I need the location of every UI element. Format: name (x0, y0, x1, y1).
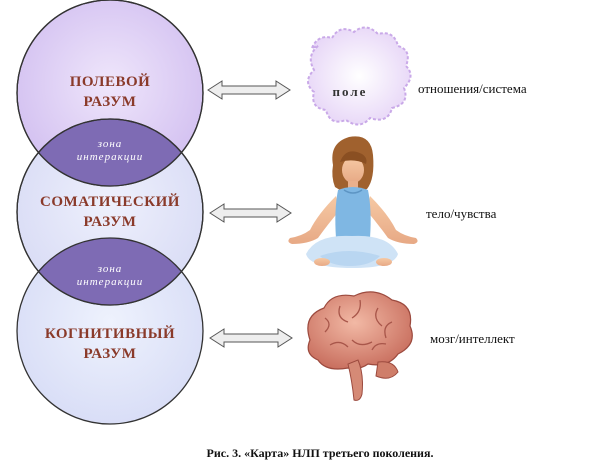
brain-icon (307, 291, 413, 401)
field-mind-label-line2: РАЗУМ (84, 94, 137, 110)
somatic-mind-label-line1: СОМАТИЧЕСКИЙ (40, 193, 180, 210)
somatic-mind-label-line2: РАЗУМ (84, 214, 137, 230)
interaction-zone-2 (17, 237, 203, 305)
zone-1-label-line2: интеракции (77, 151, 143, 163)
zone-1-label-line1: зона (97, 138, 123, 150)
meditating-woman-icon (288, 136, 418, 268)
field-cloud-icon (307, 26, 412, 126)
double-arrow-3 (209, 328, 293, 348)
brain-intellect-label: мозг/интеллект (430, 331, 515, 346)
double-arrow-1 (207, 80, 291, 100)
figure-caption: Рис. 3. «Карта» НЛП третьего поколения. (207, 446, 434, 460)
double-arrow-2 (209, 203, 292, 223)
field-mind-label-line1: ПОЛЕВОЙ (70, 73, 151, 90)
field-cloud-label: поле (333, 84, 368, 99)
cognitive-mind-label-line2: РАЗУМ (84, 346, 137, 362)
zone-2-label-line2: интеракции (77, 276, 143, 288)
circles-group (16, 0, 204, 425)
relations-system-label: отношения/система (418, 81, 527, 96)
zone-2-label-line1: зона (97, 263, 123, 275)
cognitive-mind-label-line1: КОГНИТИВНЫЙ (45, 325, 175, 342)
body-feelings-label: тело/чувства (426, 206, 497, 221)
